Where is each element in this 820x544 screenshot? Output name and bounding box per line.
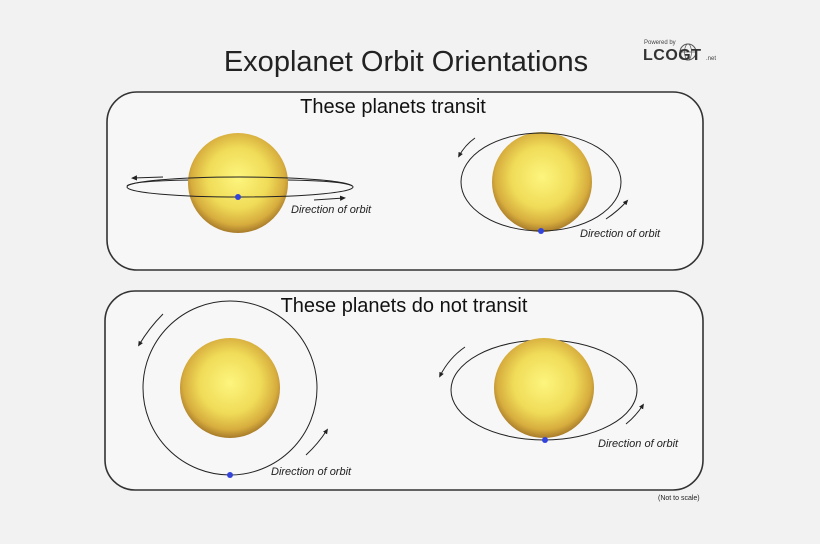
orbit-back-arc-right — [286, 179, 353, 187]
planet — [542, 437, 548, 443]
logo-powered-by: Powered by — [644, 40, 676, 46]
star — [180, 338, 280, 438]
not-to-scale-note: (Not to scale) — [658, 495, 700, 502]
logo-brand: LCOGT — [643, 47, 702, 64]
orbit-label-inclined-transit: Direction of orbit — [580, 228, 661, 240]
edge-on-orbit-system — [126, 133, 354, 233]
lcogt-logo-globe — [679, 43, 697, 61]
planet — [235, 194, 241, 200]
orbit-arrow-bottom — [605, 199, 629, 220]
inclined-transit-system — [458, 132, 629, 234]
orbit-label-face-on: Direction of orbit — [271, 466, 352, 478]
orbit-arrow-bottom — [305, 428, 328, 456]
star — [492, 132, 592, 232]
orbit-arrow-back — [131, 175, 164, 181]
orbit-label-inclined-no-transit: Direction of orbit — [598, 438, 679, 450]
orbit-arrow-top — [439, 346, 466, 378]
diagram-title: Exoplanet Orbit Orientations — [223, 46, 589, 78]
star — [188, 133, 288, 233]
orbit-label-edge-on: Direction of orbit — [291, 204, 372, 216]
orbit-arrow-top — [458, 137, 476, 158]
planet — [227, 472, 233, 478]
orbit-arrow-front — [313, 195, 346, 201]
orbit-arrow-top — [138, 313, 164, 347]
face-on-orbit-system — [138, 300, 328, 478]
no-transit-panel-heading: These planets do not transit — [280, 295, 528, 317]
planet — [538, 228, 544, 234]
orbit-arrow-bottom — [625, 403, 644, 425]
star — [494, 338, 594, 438]
logo-suffix: .net — [706, 56, 717, 62]
transit-panel-heading: These planets transit — [300, 96, 486, 118]
inclined-no-transit-system — [439, 338, 644, 443]
